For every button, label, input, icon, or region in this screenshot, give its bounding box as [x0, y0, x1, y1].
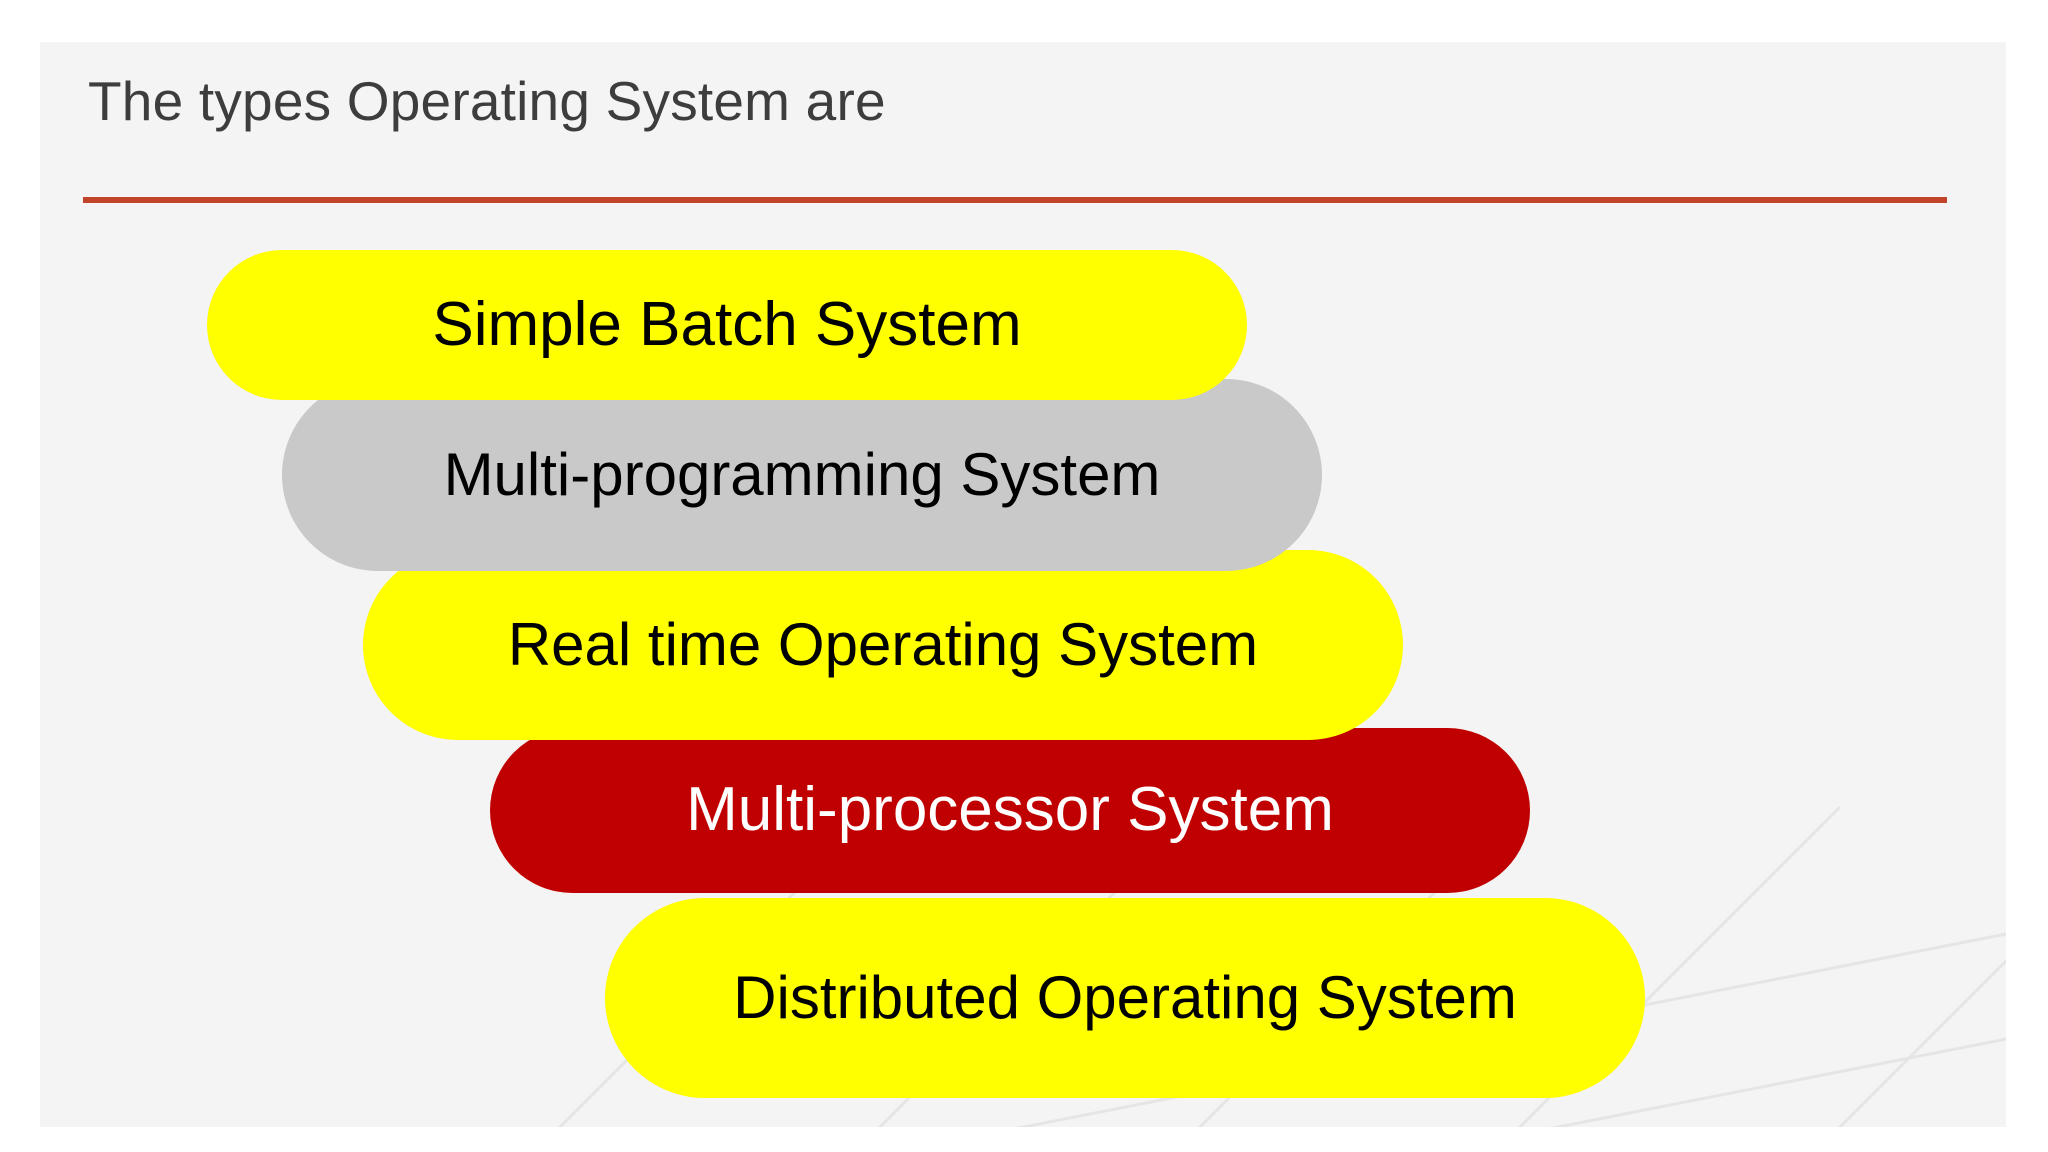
title-block: The types Operating System are — [88, 70, 1948, 133]
list-item-multi-programming-system[interactable]: Multi-programming System — [282, 379, 1322, 571]
page-title: The types Operating System are — [88, 70, 886, 132]
list-item-label: Multi-programming System — [443, 440, 1161, 508]
list-item-label: Simple Batch System — [432, 289, 1022, 359]
list-item-multi-processor-system[interactable]: Multi-processor System — [490, 728, 1530, 893]
slide-canvas: The types Operating System are Simple Ba… — [40, 42, 2006, 1127]
list-item-distributed-operating-system[interactable]: Distributed Operating System — [605, 898, 1645, 1098]
title-underline-rule — [83, 197, 1947, 203]
list-item-label: Distributed Operating System — [733, 963, 1517, 1031]
list-item-simple-batch-system[interactable]: Simple Batch System — [207, 250, 1247, 400]
list-item-label: Real time Operating System — [507, 610, 1259, 678]
list-item-label: Multi-processor System — [686, 775, 1334, 845]
list-item-real-time-operating-system[interactable]: Real time Operating System — [363, 550, 1403, 740]
